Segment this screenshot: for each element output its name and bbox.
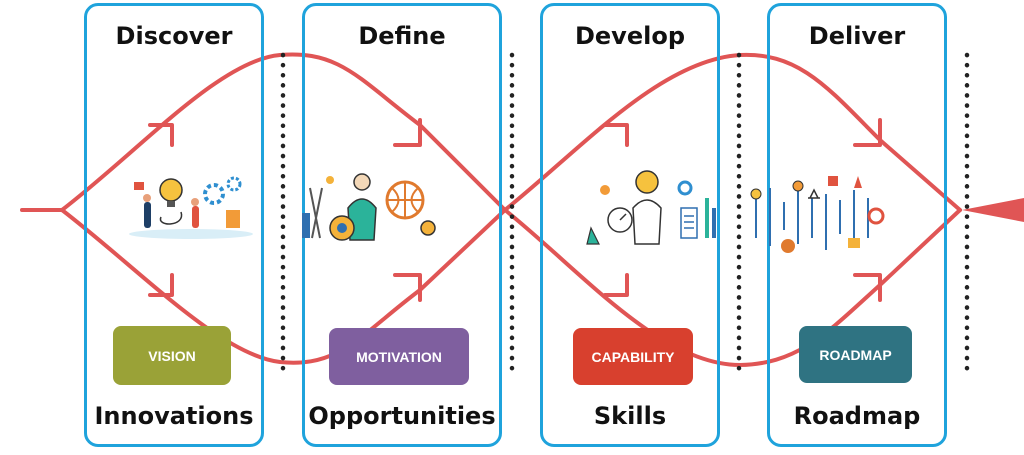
phase-frame-discover — [84, 3, 264, 447]
phase-title: Develop — [574, 22, 685, 50]
phase-frame-deliver — [767, 3, 947, 447]
roadmap-illustration — [750, 176, 885, 253]
phase-frame-develop — [540, 3, 720, 447]
phase-title: Deliver — [808, 22, 906, 50]
arrow-chevron — [853, 118, 882, 147]
phase-title: Discover — [115, 22, 233, 50]
tag-label: MOTIVATION — [356, 348, 442, 365]
arrow-chevron — [393, 118, 422, 147]
diamond-2-lower — [503, 208, 962, 367]
innovation-illustration — [129, 176, 253, 239]
roadmap-tag: ROADMAP — [799, 326, 912, 383]
arrow-chevron — [393, 273, 422, 302]
diamond-1-upper — [60, 52, 507, 212]
diamond-1-lower — [60, 208, 507, 365]
end-arrowhead — [962, 198, 1024, 222]
phase-title: Define — [358, 22, 446, 50]
tag-label: ROADMAP — [819, 346, 892, 363]
tag-label: CAPABILITY — [591, 348, 675, 365]
arrow-chevron — [603, 123, 629, 147]
arrow-chevron — [603, 273, 629, 297]
vision-tag: VISION — [113, 326, 231, 385]
phase-outcome-label: Innovations — [94, 402, 254, 430]
tag-label: VISION — [148, 347, 196, 364]
phase-outcome-label: Roadmap — [793, 402, 921, 430]
motivation-illustration — [302, 173, 436, 241]
arrow-chevron — [853, 273, 882, 302]
arrow-chevron — [148, 273, 174, 297]
capability-tag: CAPABILITY — [573, 328, 693, 385]
phase-outcome-label: Opportunities — [308, 402, 496, 430]
motivation-tag: MOTIVATION — [329, 328, 469, 385]
diamond-2-upper — [503, 52, 962, 212]
arrow-chevron — [148, 123, 174, 147]
capability-illustration — [586, 170, 716, 245]
phase-outcome-label: Skills — [593, 402, 667, 430]
